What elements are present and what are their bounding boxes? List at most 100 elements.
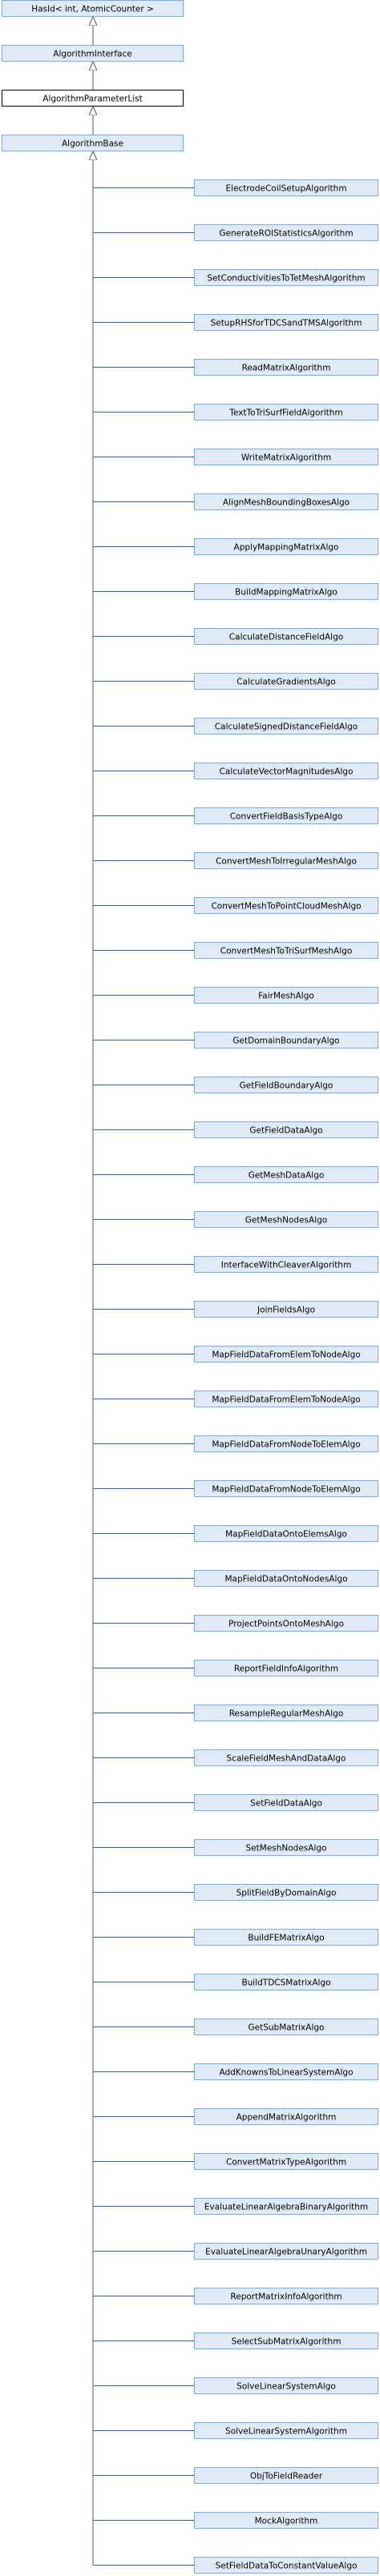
class-node-buildtdcsmatrixalgo[interactable]: BuildTDCSMatrixAlgo: [194, 1974, 378, 1990]
class-node-projectpointsontomeshalgo[interactable]: ProjectPointsOntoMeshAlgo: [194, 1615, 378, 1632]
class-node-texttotrisurffieldalgorithm[interactable]: TextToTriSurfFieldAlgorithm: [194, 404, 378, 421]
class-node-label: SetConductivitiesToTetMeshAlgorithm: [207, 274, 365, 284]
class-node-appendmatrixalgorithm[interactable]: AppendMatrixAlgorithm: [194, 2108, 378, 2125]
class-node-alignmeshboundingboxesalgo[interactable]: AlignMeshBoundingBoxesAlgo: [194, 493, 378, 510]
class-node-box: [194, 493, 378, 510]
class-node-setmeshnodesalgo[interactable]: SetMeshNodesAlgo: [194, 1839, 378, 1856]
class-node-box: [194, 2198, 378, 2215]
class-node-evaluatelinearalgebraunaryalgorithm[interactable]: EvaluateLinearAlgebraUnaryAlgorithm: [194, 2243, 378, 2260]
class-node-interfacewithcleaveralgorithm[interactable]: InterfaceWithCleaverAlgorithm: [194, 1256, 378, 1273]
class-node-electrodecoilsetupalgorithm[interactable]: ElectrodeCoilSetupAlgorithm: [194, 179, 378, 196]
class-node-solvelinearsystemalgorithm[interactable]: SolveLinearSystemAlgorithm: [194, 2422, 378, 2439]
class-node-calculatedistancefieldalgo[interactable]: CalculateDistanceFieldAlgo: [194, 628, 378, 645]
class-node-box: [2, 45, 184, 62]
class-node-writematrixalgorithm[interactable]: WriteMatrixAlgorithm: [194, 449, 378, 465]
class-node-convertmeshtoirregularmeshalgo[interactable]: ConvertMeshToIrregularMeshAlgo: [194, 852, 378, 869]
class-node-getsubmatrixalgo[interactable]: GetSubMatrixAlgo: [194, 2019, 378, 2035]
class-node-calculategradientsalgo[interactable]: CalculateGradientsAlgo: [194, 673, 378, 690]
class-node-getdomainboundaryalgo[interactable]: GetDomainBoundaryAlgo: [194, 1032, 378, 1049]
class-node-box: [194, 2467, 378, 2484]
class-node-box: [194, 1749, 378, 1766]
class-node-box: [194, 807, 378, 824]
class-node-box: [194, 1211, 378, 1228]
class-node-resampleregularmeshalgo[interactable]: ResampleRegularMeshAlgo: [194, 1705, 378, 1721]
class-node-mapfielddataontoelemsalgo[interactable]: MapFieldDataOntoElemsAlgo: [194, 1525, 378, 1542]
class-node-calculatesigneddistancefieldalgo[interactable]: CalculateSignedDistanceFieldAlgo: [194, 718, 378, 735]
class-node-label: ConvertMeshToTriSurfMeshAlgo: [220, 947, 353, 956]
class-node-box: [194, 2332, 378, 2349]
class-node-scalefieldmeshanddataalgo[interactable]: ScaleFieldMeshAndDataAlgo: [194, 1749, 378, 1766]
class-node-getfielddataalgo[interactable]: GetFieldDataAlgo: [194, 1121, 378, 1138]
class-node-convertmatrixtypealgorithm[interactable]: ConvertMatrixTypeAlgorithm: [194, 2153, 378, 2170]
class-node-getmeshnodesalgo[interactable]: GetMeshNodesAlgo: [194, 1211, 378, 1228]
class-node-label: BuildFEMatrixAlgo: [248, 1934, 324, 1943]
class-node-convertmeshtotrisurfmeshalgo[interactable]: ConvertMeshToTriSurfMeshAlgo: [194, 942, 378, 959]
class-node-box: [194, 852, 378, 869]
class-node-label: EvaluateLinearAlgebraUnaryAlgorithm: [205, 2248, 367, 2257]
class-node-label: SetFieldDataAlgo: [250, 1799, 322, 1809]
class-node-box: [194, 897, 378, 914]
class-node-box: [2, 135, 184, 151]
class-node-setfielddataalgo[interactable]: SetFieldDataAlgo: [194, 1794, 378, 1811]
class-node-evaluatelinearalgebrabinaryalgorithm[interactable]: EvaluateLinearAlgebraBinaryAlgorithm: [194, 2198, 378, 2215]
class-node-algorithmparameterlist[interactable]: AlgorithmParameterList: [2, 90, 184, 107]
class-node-box: [194, 269, 378, 286]
class-node-box: [194, 1974, 378, 1990]
class-node-mapfielddatafromnodetoelemalgo[interactable]: MapFieldDataFromNodeToElemAlgo: [194, 1435, 378, 1452]
class-node-mapfielddatafromelemtonodealgo[interactable]: MapFieldDataFromElemToNodeAlgo: [194, 1346, 378, 1362]
class-node-getfieldboundaryalgo[interactable]: GetFieldBoundaryAlgo: [194, 1077, 378, 1093]
class-node-label: GetDomainBoundaryAlgo: [232, 1036, 339, 1046]
class-node-box: [194, 2422, 378, 2439]
class-node-label: ConvertMeshToIrregularMeshAlgo: [216, 857, 357, 867]
class-node-generateroistatisticsalgorithm[interactable]: GenerateROIStatisticsAlgorithm: [194, 224, 378, 241]
class-node-convertmeshtopointcloudmeshalgo[interactable]: ConvertMeshToPointCloudMeshAlgo: [194, 897, 378, 914]
class-node-getmeshdataalgo[interactable]: GetMeshDataAlgo: [194, 1166, 378, 1183]
class-node-splitfieldbydomainalgo[interactable]: SplitFieldByDomainAlgo: [194, 1884, 378, 1901]
class-node-applymappingmatrixalgo[interactable]: ApplyMappingMatrixAlgo: [194, 538, 378, 555]
class-node-label: MapFieldDataOntoNodesAlgo: [225, 1575, 348, 1584]
class-node-mapfielddataontonodesalgo[interactable]: MapFieldDataOntoNodesAlgo: [194, 1570, 378, 1587]
class-node-box: [194, 1615, 378, 1632]
class-node-label: MockAlgorithm: [255, 2517, 318, 2526]
class-node-label: AddKnownsToLinearSystemAlgo: [219, 2068, 353, 2078]
class-node-label: ElectrodeCoilSetupAlgorithm: [225, 184, 346, 194]
class-node-label: InterfaceWithCleaverAlgorithm: [221, 1261, 351, 1270]
class-node-setfielddatatoconstantvaluealgo[interactable]: SetFieldDataToConstantValueAlgo: [194, 2557, 378, 2574]
class-node-buildfematrixalgo[interactable]: BuildFEMatrixAlgo: [194, 1929, 378, 1946]
class-node-box: [194, 763, 378, 779]
class-node-convertfieldbasistypealgo[interactable]: ConvertFieldBasisTypeAlgo: [194, 807, 378, 824]
class-node-setconductivitiestotetmeshalgorithm[interactable]: SetConductivitiesToTetMeshAlgorithm: [194, 269, 378, 286]
class-node-label: GetSubMatrixAlgo: [249, 2023, 325, 2033]
class-node-hasid-int-atomiccounter[interactable]: HasId< int, AtomicCounter >: [2, 0, 184, 17]
class-node-box: [2, 0, 184, 17]
class-node-label: MapFieldDataFromNodeToElemAlgo: [212, 1485, 360, 1495]
class-node-label: JoinFieldsAlgo: [257, 1306, 315, 1315]
class-node-label: ConvertMatrixTypeAlgorithm: [226, 2158, 346, 2167]
class-node-reportfieldinfoalgorithm[interactable]: ReportFieldInfoAlgorithm: [194, 1660, 378, 1676]
class-node-label: MapFieldDataFromElemToNodeAlgo: [212, 1395, 360, 1405]
class-node-objtofieldreader[interactable]: ObjToFieldReader: [194, 2467, 378, 2484]
class-node-reportmatrixinfoalgorithm[interactable]: ReportMatrixInfoAlgorithm: [194, 2288, 378, 2304]
class-node-mapfielddatafromelemtonodealgo[interactable]: MapFieldDataFromElemToNodeAlgo: [194, 1391, 378, 1407]
class-node-solvelinearsystemalgo[interactable]: SolveLinearSystemAlgo: [194, 2377, 378, 2394]
class-node-box: [194, 1121, 378, 1138]
class-node-addknownstolinearsystemalgo[interactable]: AddKnownsToLinearSystemAlgo: [194, 2063, 378, 2080]
class-node-buildmappingmatrixalgo[interactable]: BuildMappingMatrixAlgo: [194, 583, 378, 600]
inheritance-edges: [93, 17, 194, 2566]
class-node-fairmeshalgo[interactable]: FairMeshAlgo: [194, 987, 378, 1004]
class-node-mapfielddatafromnodetoelemalgo[interactable]: MapFieldDataFromNodeToElemAlgo: [194, 1480, 378, 1497]
class-node-box: [194, 2063, 378, 2080]
class-node-selectsubmatrixalgorithm[interactable]: SelectSubMatrixAlgorithm: [194, 2332, 378, 2349]
class-node-label: SolveLinearSystemAlgo: [236, 2382, 336, 2392]
class-node-label: AppendMatrixAlgorithm: [236, 2113, 337, 2123]
class-node-mockalgorithm[interactable]: MockAlgorithm: [194, 2512, 378, 2529]
class-node-label: GenerateROIStatisticsAlgorithm: [219, 229, 353, 239]
class-node-joinfieldsalgo[interactable]: JoinFieldsAlgo: [194, 1301, 378, 1318]
class-node-algorithmbase[interactable]: AlgorithmBase: [2, 135, 184, 151]
class-node-calculatevectormagnitudesalgo[interactable]: CalculateVectorMagnitudesAlgo: [194, 763, 378, 779]
class-node-readmatrixalgorithm[interactable]: ReadMatrixAlgorithm: [194, 359, 378, 376]
class-node-algorithminterface[interactable]: AlgorithmInterface: [2, 45, 184, 62]
class-node-box: [194, 583, 378, 600]
class-node-setuprhsfortdcsandtmsalgorithm[interactable]: SetupRHSforTDCSandTMSAlgorithm: [194, 314, 378, 331]
